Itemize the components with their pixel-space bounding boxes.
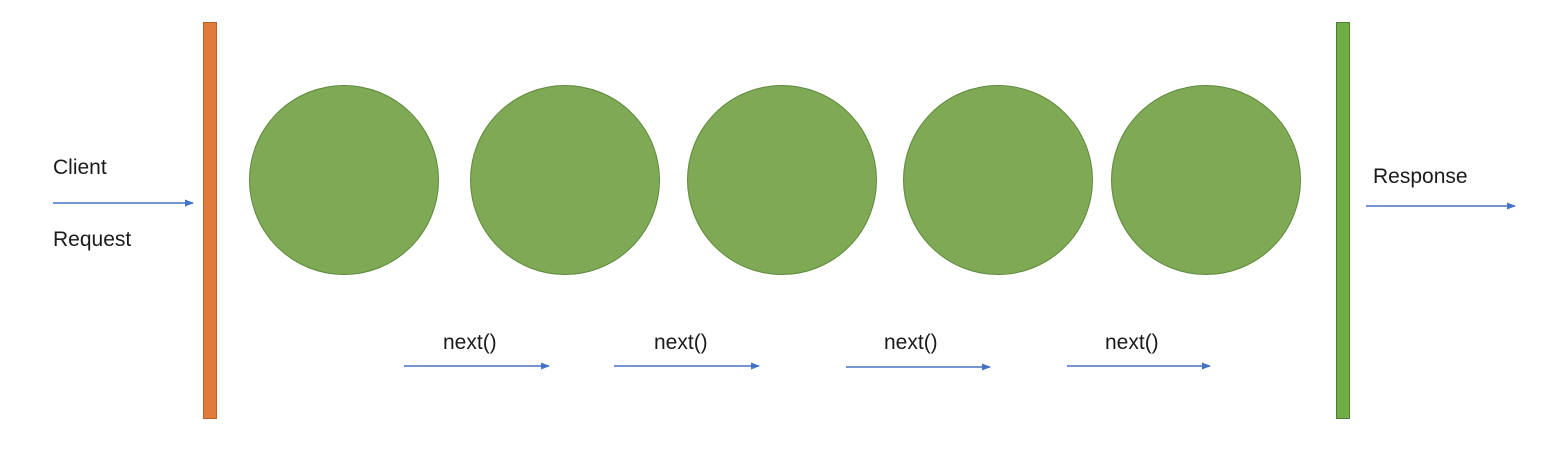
next-label-2: next() (654, 331, 708, 354)
request-entry-bar (203, 22, 217, 419)
middleware-node-1 (249, 85, 439, 275)
response-exit-bar (1336, 22, 1350, 419)
next-label-1: next() (443, 331, 497, 354)
middleware-node-4 (903, 85, 1093, 275)
next-label-4: next() (1105, 331, 1159, 354)
client-label: Client (53, 156, 107, 179)
next-label-3: next() (884, 331, 938, 354)
request-label: Request (53, 228, 132, 251)
middleware-node-5 (1111, 85, 1301, 275)
middleware-node-3 (687, 85, 877, 275)
middleware-node-2 (470, 85, 660, 275)
response-label: Response (1373, 165, 1468, 188)
